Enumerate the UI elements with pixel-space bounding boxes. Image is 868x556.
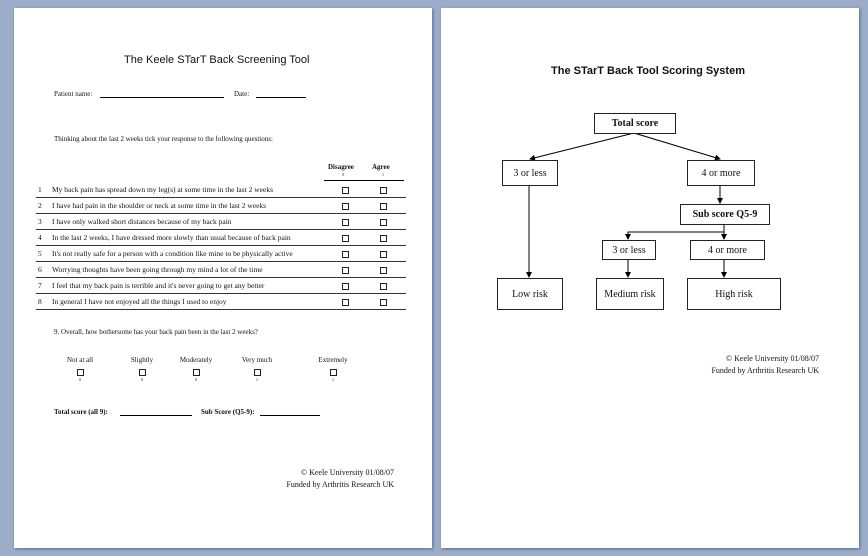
sub-4-or-more-box: 4 or more xyxy=(690,240,765,260)
q9-option-label: Very much xyxy=(241,356,273,364)
question-number: 8 xyxy=(38,297,42,306)
page-scoring-system: The STarT Back Tool Scoring System Total… xyxy=(441,8,859,548)
question-number: 3 xyxy=(38,217,42,226)
question-text: I have had pain in the shoulder or neck … xyxy=(52,201,267,210)
copyright: © Keele University 01/08/07 xyxy=(301,468,394,477)
question-row: 1 My back pain has spread down my leg(s)… xyxy=(36,182,406,198)
q9-option-score: 0 xyxy=(195,377,197,382)
q9-option: Moderately 0 xyxy=(176,356,216,382)
arrow-total-to-high xyxy=(633,132,721,161)
q9-option: Extremely 1 xyxy=(313,356,353,382)
q9-option-score: 0 xyxy=(79,377,81,382)
question-text: In the last 2 weeks, I have dressed more… xyxy=(52,233,291,242)
q9-option-label: Not at all xyxy=(66,356,94,364)
date-label: Date: xyxy=(234,90,250,98)
q9-option-label: Slightly xyxy=(130,356,154,364)
funded-by: Funded by Arthritis Research UK xyxy=(711,366,819,375)
arrow-total-to-low xyxy=(529,132,635,161)
medium-risk-box: Medium risk xyxy=(596,278,664,310)
patient-name-field[interactable] xyxy=(100,97,224,98)
disagree-header: Disagree xyxy=(328,163,354,171)
q9-option: Not at all 0 xyxy=(60,356,100,382)
question-row: 5 It's not really safe for a person with… xyxy=(36,246,406,262)
agree-checkbox[interactable] xyxy=(380,235,387,242)
sub-score-label: Sub Score (Q5-9): xyxy=(201,408,255,416)
sub-score-field[interactable] xyxy=(260,415,320,416)
question-text: In general I have not enjoyed all the th… xyxy=(52,297,227,306)
high-risk-box: High risk xyxy=(687,278,781,310)
question-number: 5 xyxy=(38,249,42,258)
disagree-checkbox[interactable] xyxy=(342,219,349,226)
sub-score-box: Sub score Q5-9 xyxy=(680,204,770,225)
agree-checkbox[interactable] xyxy=(380,219,387,226)
q9-option-checkbox[interactable] xyxy=(76,369,84,376)
funded-by: Funded by Arthritis Research UK xyxy=(286,480,394,489)
question-row: 8 In general I have not enjoyed all the … xyxy=(36,294,406,310)
q9-option-score: 1 xyxy=(332,377,334,382)
patient-name-label: Patient name: xyxy=(54,90,93,98)
q9-option-label: Extremely xyxy=(318,356,348,364)
q9-option-checkbox[interactable] xyxy=(253,369,261,376)
total-score-label: Total score (all 9): xyxy=(54,408,108,416)
question-number: 1 xyxy=(38,185,42,194)
q9-text: 9. Overall, how bothersome has your back… xyxy=(54,328,258,336)
disagree-checkbox[interactable] xyxy=(342,203,349,210)
flowchart-connectors xyxy=(526,132,727,278)
header-rule xyxy=(324,180,404,181)
page-title: The STarT Back Tool Scoring System xyxy=(551,65,745,77)
disagree-checkbox[interactable] xyxy=(342,283,349,290)
agree-score: 1 xyxy=(382,172,384,177)
total-score-box: Total score xyxy=(594,113,676,134)
q9-option-score: 0 xyxy=(141,377,143,382)
total-score-field[interactable] xyxy=(120,415,192,416)
question-number: 7 xyxy=(38,281,42,290)
question-number: 4 xyxy=(38,233,42,242)
total-4-or-more-box: 4 or more xyxy=(687,160,755,186)
disagree-score: 0 xyxy=(342,172,344,177)
agree-header: Agree xyxy=(372,163,390,171)
q9-option-label: Moderately xyxy=(179,356,213,364)
disagree-checkbox[interactable] xyxy=(342,251,349,258)
disagree-checkbox[interactable] xyxy=(342,267,349,274)
question-row: 4 In the last 2 weeks, I have dressed mo… xyxy=(36,230,406,246)
agree-checkbox[interactable] xyxy=(380,299,387,306)
agree-checkbox[interactable] xyxy=(380,267,387,274)
question-number: 6 xyxy=(38,265,42,274)
instruction-text: Thinking about the last 2 weeks tick you… xyxy=(54,135,273,143)
sub-3-or-less-box: 3 or less xyxy=(602,240,656,260)
q9-option-checkbox[interactable] xyxy=(138,369,146,376)
agree-checkbox[interactable] xyxy=(380,187,387,194)
agree-checkbox[interactable] xyxy=(380,283,387,290)
q9-option-checkbox[interactable] xyxy=(192,369,200,376)
question-text: I feel that my back pain is terrible and… xyxy=(52,281,265,290)
question-row: 6 Worrying thoughts have been going thro… xyxy=(36,262,406,278)
disagree-checkbox[interactable] xyxy=(342,235,349,242)
date-field[interactable] xyxy=(256,97,306,98)
question-row: 3 I have only walked short distances bec… xyxy=(36,214,406,230)
question-text: Worrying thoughts have been going throug… xyxy=(52,265,263,274)
q9-option: Very much 1 xyxy=(237,356,277,382)
page-title: The Keele STarT Back Screening Tool xyxy=(124,54,310,66)
agree-checkbox[interactable] xyxy=(380,203,387,210)
copyright: © Keele University 01/08/07 xyxy=(726,354,819,363)
arrow-sub-to-low xyxy=(625,231,724,240)
question-row: 2 I have had pain in the shoulder or nec… xyxy=(36,198,406,214)
question-text: I have only walked short distances becau… xyxy=(52,217,232,226)
total-3-or-less-box: 3 or less xyxy=(502,160,558,186)
question-text: It's not really safe for a person with a… xyxy=(52,249,293,258)
low-risk-box: Low risk xyxy=(497,278,563,310)
agree-checkbox[interactable] xyxy=(380,251,387,258)
question-row: 7 I feel that my back pain is terrible a… xyxy=(36,278,406,294)
disagree-checkbox[interactable] xyxy=(342,187,349,194)
question-text: My back pain has spread down my leg(s) a… xyxy=(52,185,273,194)
question-number: 2 xyxy=(38,201,42,210)
disagree-checkbox[interactable] xyxy=(342,299,349,306)
page-screening-tool: The Keele STarT Back Screening Tool Pati… xyxy=(14,8,432,548)
q9-option-checkbox[interactable] xyxy=(329,369,337,376)
q9-option-score: 1 xyxy=(256,377,258,382)
q9-option: Slightly 0 xyxy=(122,356,162,382)
